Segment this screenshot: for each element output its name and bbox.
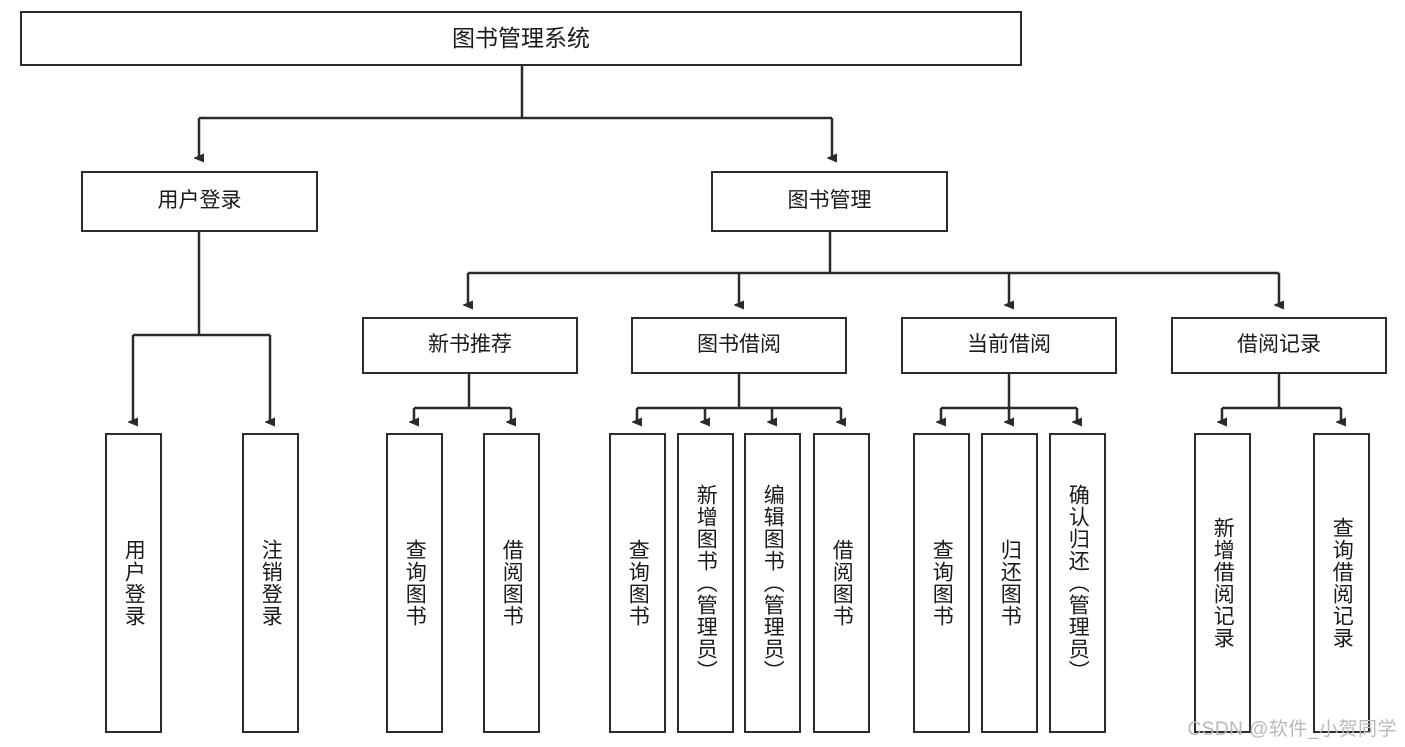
node-label: 查询图书 [403,539,427,627]
node-label: 查询图书 [930,539,954,627]
node-book-management-system[interactable]: 图书管理系统 [20,11,1022,66]
node-user-login[interactable]: 用户登录 [81,171,318,232]
node-label: 借阅记录 [1237,333,1321,357]
leaf-borrow-record-add[interactable]: 新增借阅记录 [1194,433,1251,733]
node-label: 查询借阅记录 [1330,517,1354,649]
node-new-book-recommendation[interactable]: 新书推荐 [362,317,578,374]
leaf-borrow-record-query[interactable]: 查询借阅记录 [1313,433,1370,733]
node-label: 确认归还（管理员） [1066,484,1090,682]
node-label: 注销登录 [259,539,283,627]
node-label: 借阅图书 [830,539,854,627]
node-book-borrow[interactable]: 图书借阅 [631,317,847,374]
node-label: 用户登录 [157,189,242,213]
node-label: 当前借阅 [967,333,1051,357]
leaf-new-book-borrow[interactable]: 借阅图书 [483,433,540,733]
node-label: 查询图书 [626,539,650,627]
node-label: 归还图书 [998,539,1022,627]
leaf-book-borrow-edit[interactable]: 编辑图书（管理员） [744,433,801,733]
node-label: 图书管理系统 [452,25,590,52]
leaf-current-borrow-confirm-return[interactable]: 确认归还（管理员） [1049,433,1106,733]
leaf-current-borrow-query[interactable]: 查询图书 [913,433,970,733]
leaf-user-login-login[interactable]: 用户登录 [105,433,162,733]
leaf-current-borrow-return[interactable]: 归还图书 [981,433,1038,733]
node-label: 新增借阅记录 [1211,517,1235,649]
leaf-book-borrow-query[interactable]: 查询图书 [609,433,666,733]
node-borrow-record[interactable]: 借阅记录 [1171,317,1387,374]
node-label: 借阅图书 [500,539,524,627]
watermark: CSDN @软件_小贺同学 [1187,719,1397,740]
node-book-management[interactable]: 图书管理 [711,171,948,232]
leaf-user-login-logout[interactable]: 注销登录 [242,433,299,733]
node-current-borrow[interactable]: 当前借阅 [901,317,1117,374]
leaf-book-borrow-borrow[interactable]: 借阅图书 [813,433,870,733]
node-label: 新书推荐 [428,333,512,357]
node-label: 用户登录 [122,539,146,627]
node-label: 图书管理 [787,189,872,213]
node-label: 新增图书（管理员） [694,484,718,682]
node-label: 图书借阅 [697,333,781,357]
leaf-new-book-query[interactable]: 查询图书 [386,433,443,733]
leaf-book-borrow-add[interactable]: 新增图书（管理员） [677,433,734,733]
node-label: 编辑图书（管理员） [761,484,785,682]
